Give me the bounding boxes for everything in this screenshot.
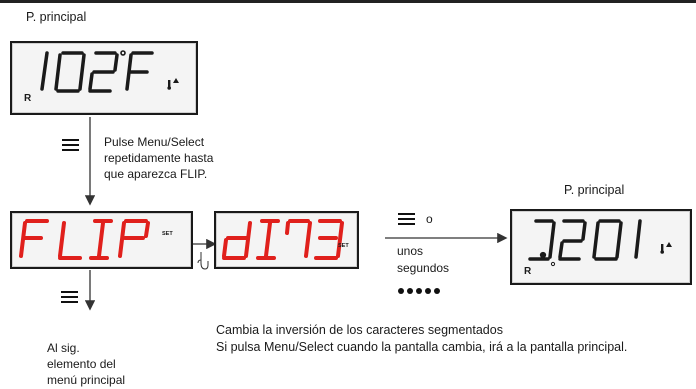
set-badge: SET xyxy=(162,231,173,237)
timer-dots-icon xyxy=(398,281,443,299)
next-item-text: Al sig. elemento del menú principal xyxy=(47,340,125,388)
lcd-display-right: R xyxy=(510,209,692,285)
next-item-line: Al sig. xyxy=(47,341,80,355)
main-screen-label-right: P. principal xyxy=(564,183,625,197)
corner-letter-top: R xyxy=(24,93,32,104)
segment-text-102F xyxy=(40,50,154,93)
segment-text-FLIP xyxy=(19,219,150,260)
instruction-line: Pulse Menu/Select xyxy=(104,135,205,149)
instruction-text: Pulse Menu/Select repetidamente hasta qu… xyxy=(104,134,213,182)
description-line: Si pulsa Menu/Select cuando la pantalla … xyxy=(216,340,628,354)
corner-letter-right: R xyxy=(524,266,532,277)
menu-icon xyxy=(398,213,415,226)
seconds-line: segundos xyxy=(397,261,450,275)
next-item-line: menú principal xyxy=(47,373,126,387)
seconds-line: unos xyxy=(397,244,424,258)
hand-press-icon xyxy=(197,252,209,270)
or-label: o xyxy=(426,212,433,226)
segment-text-J201 xyxy=(528,219,642,261)
instruction-line: que aparezca FLIP. xyxy=(104,167,208,181)
menu-icon xyxy=(61,291,78,304)
decimal-mark xyxy=(550,261,556,267)
thermometer-up-icon xyxy=(167,78,179,90)
description-line: Cambia la inversión de los caracteres se… xyxy=(216,323,503,337)
instruction-line: repetidamente hasta xyxy=(104,151,214,165)
top-rule xyxy=(0,0,696,3)
next-item-line: elemento del xyxy=(47,357,116,371)
segment-text-flipped xyxy=(222,219,344,260)
main-screen-label-top: P. principal xyxy=(26,10,87,24)
lcd-display-flipped: SET xyxy=(214,211,359,269)
seconds-text: unos segundos xyxy=(397,243,449,277)
lcd-display-top: R xyxy=(10,41,198,115)
description-text: Cambia la inversión de los caracteres se… xyxy=(216,322,627,356)
lcd-display-flip: SET xyxy=(10,211,193,269)
set-badge: SET xyxy=(338,243,349,249)
menu-icon xyxy=(62,139,79,152)
thermometer-up-icon xyxy=(660,242,672,254)
